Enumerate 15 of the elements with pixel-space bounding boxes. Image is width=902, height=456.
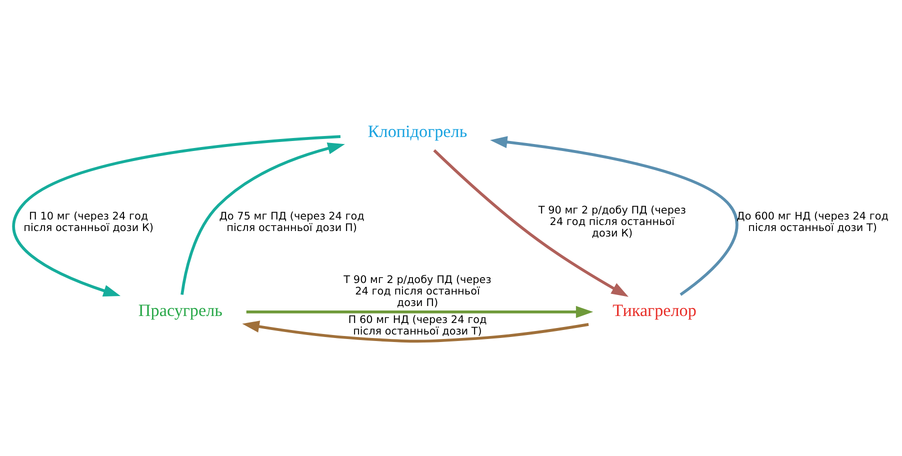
- node-text: Клопідогрель: [368, 122, 468, 141]
- edge-label: П 60 мг НД (через 24 год після останньої дози Т): [348, 314, 487, 338]
- edge-label: П 10 мг (через 24 год після останньої дози К): [24, 210, 154, 234]
- arrow: [246, 305, 594, 318]
- arrow: [490, 136, 738, 296]
- node-text: Прасугрель: [138, 300, 222, 320]
- node-text: Тикагрелор: [612, 300, 696, 320]
- arrow: [242, 320, 589, 342]
- arrow: [12, 134, 341, 296]
- edge-label: Т 90 мг 2 р/добу ПД (через 24 год після останньої дози К): [538, 204, 686, 240]
- arrow: [433, 148, 629, 296]
- edge-label: До 75 мг ПД (через 24 год після останньої дози П): [219, 210, 364, 234]
- arrow: [180, 142, 345, 294]
- edge-label: Т 90 мг 2 р/добу ПД (через 24 год після останньої дози П): [344, 274, 492, 309]
- edge-label: До 600 мг НД (через 24 год після останньої дози Т): [736, 210, 888, 234]
